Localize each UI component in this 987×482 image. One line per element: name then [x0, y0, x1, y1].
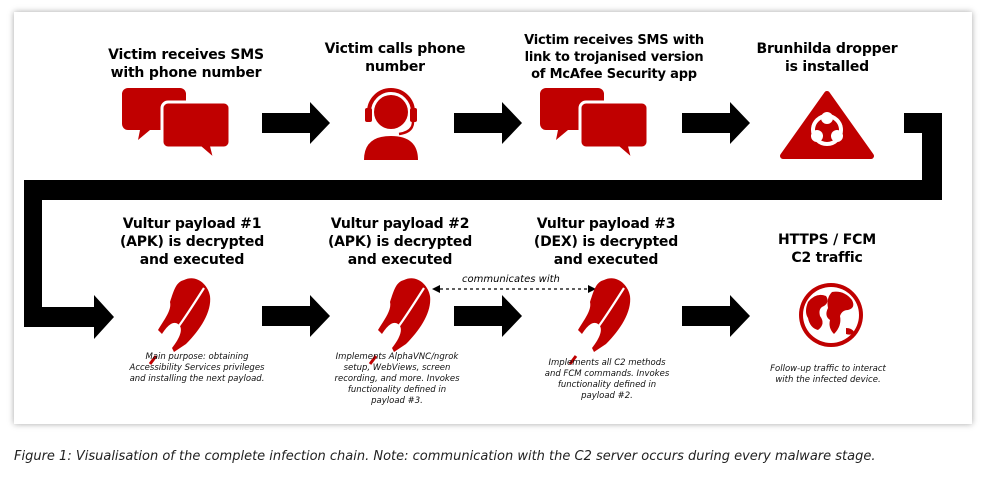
note-6-line-5: payload #3.	[371, 396, 423, 406]
step-title-7: Vultur payload #3 (DEX) is decrypted and…	[526, 215, 686, 269]
step-3-line-2: link to trojanised version	[524, 50, 704, 65]
step-title-2: Victim calls phone number	[320, 40, 470, 76]
flow-diagram	[24, 86, 942, 366]
note-6-line-2: setup, WebViews, screen	[343, 363, 451, 373]
communicates-label: communicates with	[460, 274, 562, 286]
step-4-line-2: is installed	[785, 59, 869, 75]
note-5-line-3: and installing the next payload.	[129, 374, 265, 384]
step-7-line-1: Vultur payload #3	[536, 216, 676, 232]
step-note-5: Main purpose: obtaining Accessibility Se…	[112, 352, 282, 385]
step-7-line-3: and executed	[553, 252, 659, 268]
step-3-line-3: of McAfee Security app	[531, 67, 697, 82]
flow-arrow-1	[262, 102, 330, 144]
flow-arrow-6	[682, 295, 750, 337]
step-note-8: Follow-up traffic to interact with the i…	[758, 364, 898, 386]
step-4-line-1: Brunhilda dropper	[756, 41, 898, 57]
step-6-line-2: (APK) is decrypted	[327, 234, 473, 250]
step-2-line-2: number	[365, 59, 425, 75]
note-7-line-4: payload #2.	[581, 391, 633, 401]
communicates-arrowhead-left	[432, 285, 440, 293]
step-note-6: Implements AlphaVNC/ngrok setup, WebView…	[322, 352, 472, 407]
step-5-line-2: (APK) is decrypted	[119, 234, 265, 250]
note-6-line-3: recording, and more. Invokes	[334, 374, 460, 384]
step-5-line-1: Vultur payload #1	[122, 216, 262, 232]
step-title-8: HTTPS / FCM C2 traffic	[762, 231, 892, 267]
note-5-line-2: Accessibility Services privileges	[129, 363, 265, 373]
step-6-line-3: and executed	[347, 252, 453, 268]
note-7-line-1: Implements all C2 methods	[548, 358, 666, 368]
figure-caption: Figure 1: Visualisation of the complete …	[14, 449, 876, 464]
step-3-line-1: Victim receives SMS with	[524, 33, 704, 48]
step-1-line-1: Victim receives SMS	[108, 47, 264, 63]
step-7-line-2: (DEX) is decrypted	[533, 234, 679, 250]
flow-arrow-5	[454, 295, 522, 337]
step-title-5: Vultur payload #1 (APK) is decrypted and…	[112, 215, 272, 269]
step-1-line-2: with phone number	[110, 65, 262, 81]
call-agent-icon	[364, 88, 418, 160]
step-title-1: Victim receives SMS with phone number	[96, 46, 276, 82]
biohazard-icon	[780, 91, 874, 159]
communicates-arrowhead-right	[588, 285, 596, 293]
step-8-line-1: HTTPS / FCM	[778, 232, 876, 248]
note-7-line-3: functionality defined in	[557, 380, 657, 390]
note-6-line-1: Implements AlphaVNC/ngrok	[335, 352, 459, 362]
step-8-line-2: C2 traffic	[791, 250, 863, 266]
note-5-line-1: Main purpose: obtaining	[145, 352, 249, 362]
feather-icon	[568, 276, 632, 366]
step-2-line-1: Victim calls phone	[324, 41, 466, 57]
step-5-line-3: and executed	[139, 252, 245, 268]
sms-bubbles-icon	[538, 86, 650, 162]
sms-bubbles-icon	[120, 86, 232, 162]
step-note-7: Implements all C2 methods and FCM comman…	[532, 358, 682, 402]
flow-arrow-3	[682, 102, 750, 144]
note-8-line-2: with the infected device.	[775, 375, 881, 385]
step-title-3: Victim receives SMS with link to trojani…	[514, 32, 714, 83]
globe-icon	[799, 283, 863, 347]
note-8-line-1: Follow-up traffic to interact	[770, 364, 886, 374]
step-title-4: Brunhilda dropper is installed	[752, 40, 902, 76]
flow-arrow-2	[454, 102, 522, 144]
flow-arrow-4	[262, 295, 330, 337]
note-6-line-4: functionality defined in	[347, 385, 447, 395]
diagram-frame: Victim receives SMS with phone number Vi…	[14, 12, 972, 424]
step-title-6: Vultur payload #2 (APK) is decrypted and…	[320, 215, 480, 269]
note-7-line-2: and FCM commands. Invokes	[544, 369, 670, 379]
step-6-line-1: Vultur payload #2	[330, 216, 470, 232]
